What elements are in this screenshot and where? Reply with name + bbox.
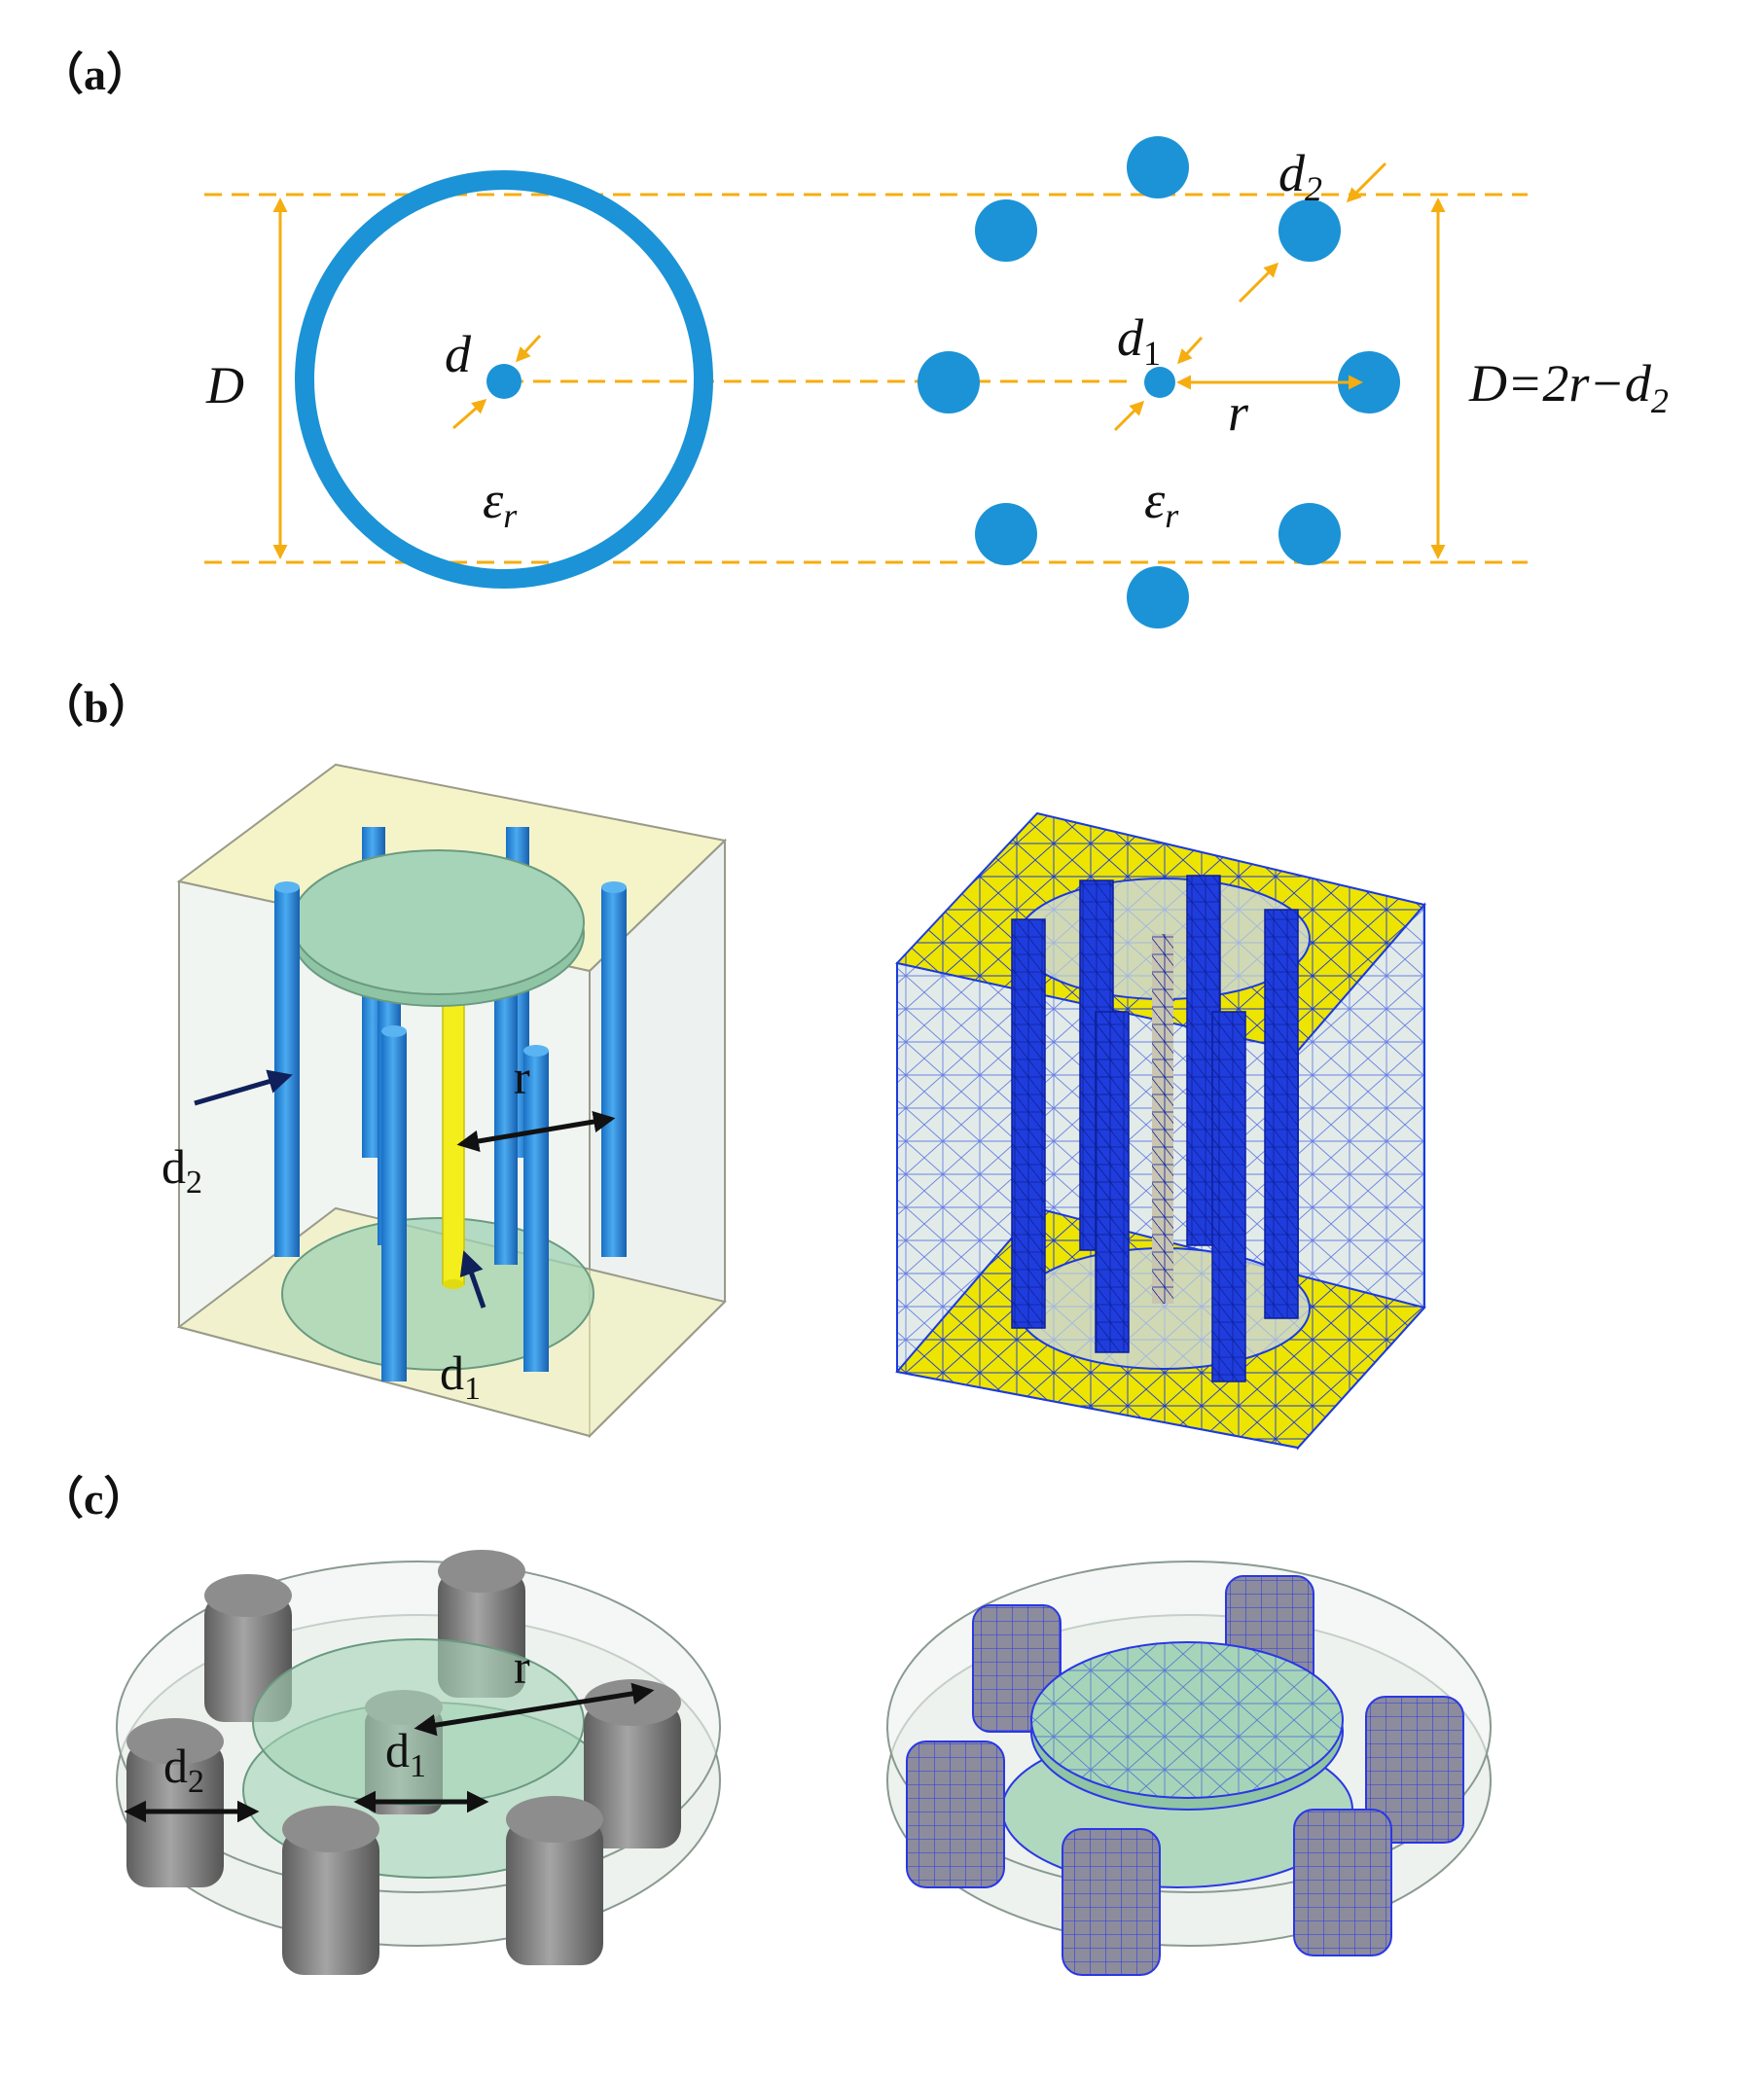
panel-c: （c） bbox=[39, 1474, 1492, 1976]
label-d2: d2 bbox=[1278, 144, 1322, 208]
panel-a: （a） D d εr bbox=[39, 50, 1669, 628]
label-d: d bbox=[445, 325, 472, 383]
inner-conductor-3d bbox=[442, 962, 465, 1285]
d2-arrow-top bbox=[1346, 161, 1387, 203]
mesh-gray-pins-front bbox=[906, 1696, 1464, 1976]
pin-upper-right bbox=[1278, 199, 1341, 262]
label-d1: d1 bbox=[1117, 308, 1161, 373]
r-double-arrow bbox=[456, 1110, 616, 1153]
label-eps-coax: εr bbox=[483, 471, 518, 535]
d2-pointer-arrow bbox=[194, 1069, 293, 1106]
pin-cross-section: r d1 d2 εr bbox=[918, 136, 1446, 628]
panel-b: （b） bbox=[39, 682, 1426, 1451]
pin-right bbox=[1338, 351, 1400, 413]
pin-lower-right bbox=[1278, 503, 1341, 565]
center-pin bbox=[1144, 367, 1175, 398]
coax-cross-section: D d εr bbox=[205, 170, 713, 589]
pin-bottom bbox=[1127, 566, 1189, 628]
pin-coax-mesh-model bbox=[895, 811, 1426, 1451]
label-3d-d1: d1 bbox=[440, 1345, 481, 1407]
inner-conductor-end bbox=[443, 1279, 464, 1289]
label-c-d2: d2 bbox=[163, 1739, 204, 1800]
label-eps-pins: εr bbox=[1144, 471, 1179, 535]
mesh-upper-disk bbox=[1030, 1641, 1344, 1811]
panel-b-label: （b） bbox=[39, 682, 154, 732]
pin-front-center-left bbox=[381, 1031, 407, 1381]
label-3d-r: r bbox=[514, 1050, 530, 1104]
label-c-d1: d1 bbox=[385, 1723, 426, 1784]
panel-a-label: （a） bbox=[39, 50, 151, 99]
pin-front-left bbox=[274, 887, 300, 1257]
d1-pointer-arrow bbox=[459, 1250, 486, 1309]
pin-front-right bbox=[601, 887, 627, 1257]
relation-formula: D=2r−d2 bbox=[1468, 354, 1669, 420]
gray-pin-mesh-model bbox=[886, 1561, 1492, 1976]
label-3d-d2: d2 bbox=[162, 1139, 202, 1201]
inner-conductor bbox=[486, 364, 522, 399]
gray-pin-right bbox=[584, 1703, 681, 1848]
pin-top bbox=[1127, 136, 1189, 198]
pin-lower-left bbox=[975, 503, 1037, 565]
pin-left bbox=[918, 351, 980, 413]
d2-arrow-bottom bbox=[1238, 262, 1279, 304]
label-r: r bbox=[1228, 383, 1249, 442]
c-r-double-arrow bbox=[414, 1682, 655, 1737]
pin-upper-left bbox=[975, 199, 1037, 262]
d1-arrow-bottom bbox=[1113, 400, 1145, 432]
gray-pin-3d-model: d2 d1 r bbox=[116, 1550, 721, 1975]
pin-rear-4 bbox=[494, 973, 518, 1265]
d1-arrow-top bbox=[1176, 336, 1204, 365]
gray-pin-front-left bbox=[282, 1829, 379, 1975]
label-c-r: r bbox=[514, 1639, 530, 1694]
gray-pin-front-right bbox=[506, 1819, 603, 1965]
d-arrow-top bbox=[515, 334, 542, 363]
d-arrow-bottom bbox=[452, 399, 487, 430]
pin-front-center-right bbox=[523, 1051, 549, 1372]
pin-coax-3d-model: d2 r d1 bbox=[162, 763, 728, 1439]
outer-conductor-ring bbox=[295, 170, 713, 589]
top-disk bbox=[291, 849, 585, 1007]
label-D: D bbox=[205, 356, 244, 414]
outer-pins bbox=[918, 136, 1400, 628]
panel-c-label: （c） bbox=[39, 1474, 148, 1524]
